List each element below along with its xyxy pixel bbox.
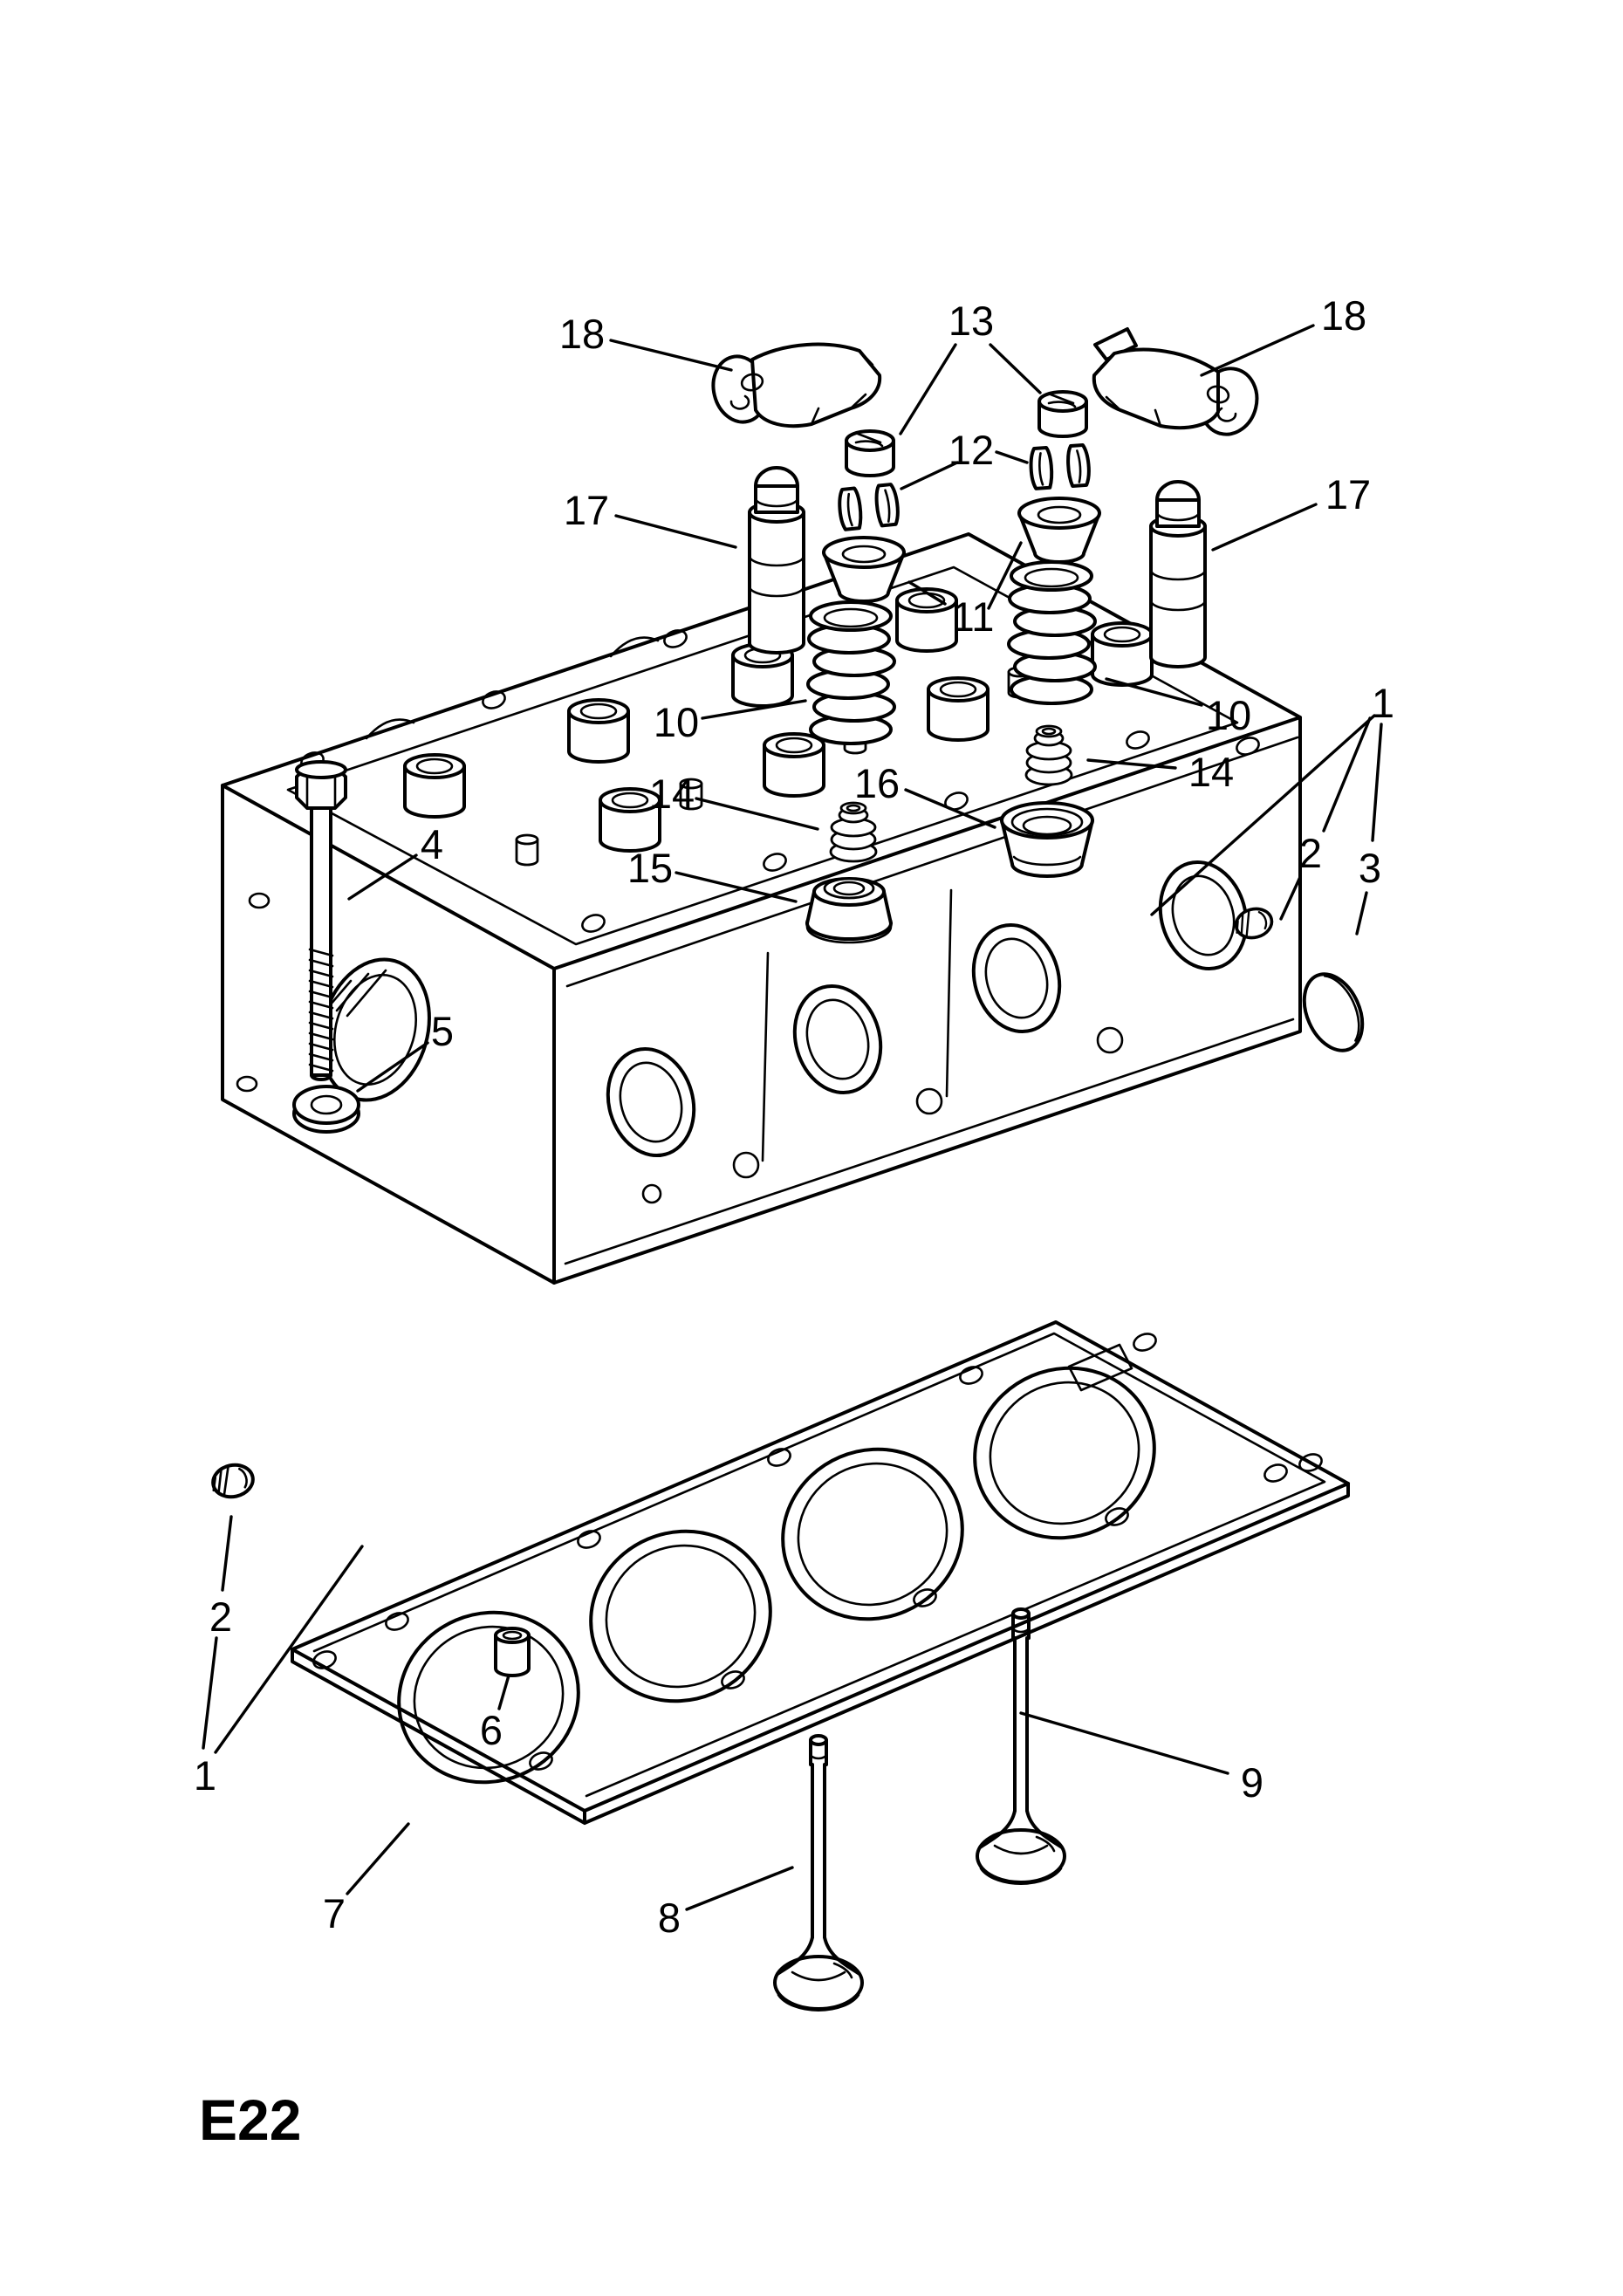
callout-label-6: 6 <box>480 1707 503 1753</box>
callout-label-3: 3 <box>1359 845 1381 891</box>
head-front-ports <box>606 860 1249 1204</box>
callout-label-17: 17 <box>1325 471 1371 517</box>
part-rocker-arm-right <box>1092 327 1259 436</box>
callout-label-1: 1 <box>194 1752 216 1799</box>
leader-line <box>1019 1711 1229 1775</box>
leader-line <box>1371 723 1383 842</box>
callout-label-1: 1 <box>1372 680 1394 726</box>
leader-line <box>614 514 737 549</box>
part-head-bolt <box>295 760 347 1081</box>
leader-line <box>685 1866 794 1911</box>
callout-label-11: 11 <box>952 593 995 640</box>
leader-line <box>907 580 947 606</box>
part-washer <box>292 1085 360 1134</box>
part-collets-left <box>836 482 901 532</box>
callout-label-10: 10 <box>1206 692 1251 738</box>
callout-label-2: 2 <box>209 1593 232 1640</box>
leader-line <box>1355 891 1368 936</box>
part-tappet-left <box>748 466 805 655</box>
leader-line <box>987 541 1023 610</box>
callout-label-18: 18 <box>559 311 605 357</box>
leader-line <box>497 1674 510 1710</box>
callout-label-18: 18 <box>1321 292 1366 339</box>
part-dowel-sleeve <box>494 1627 531 1677</box>
leader-line <box>1200 324 1315 377</box>
callout-label-10: 10 <box>654 699 699 745</box>
part-valve-keeper-right <box>1037 390 1088 438</box>
callout-label-16: 16 <box>854 760 900 806</box>
leader-line <box>899 343 957 435</box>
callout-label-5: 5 <box>431 1008 454 1054</box>
part-valve-8 <box>773 1734 864 2012</box>
callout-label-14: 14 <box>649 771 695 817</box>
leader-line <box>346 1822 410 1895</box>
leader-line <box>1279 875 1302 921</box>
part-spring-seat-16 <box>1000 801 1094 878</box>
callout-label-12: 12 <box>948 427 994 473</box>
leader-line <box>214 1545 364 1754</box>
callout-label-15: 15 <box>627 845 673 891</box>
part-valve-keeper-left <box>845 429 895 477</box>
leader-line <box>356 1041 429 1093</box>
leader-line <box>1105 677 1203 707</box>
part-valve-spring-left <box>806 600 896 745</box>
callout-label-14: 14 <box>1188 749 1234 795</box>
leader-line <box>675 871 798 903</box>
callout-label-9: 9 <box>1241 1759 1263 1806</box>
part-head-gasket <box>291 1320 1350 1825</box>
leader-line <box>221 1515 233 1592</box>
part-valve-spring-right <box>1007 560 1097 705</box>
part-screw-plug-left <box>207 1459 258 1503</box>
leader-line <box>695 797 819 831</box>
callout-label-7: 7 <box>323 1890 346 1936</box>
part-cylinder-head <box>221 532 1302 1285</box>
leader-line <box>202 1636 218 1750</box>
part-cup-plug <box>1302 972 1365 1052</box>
leader-line <box>1150 714 1376 916</box>
leader-line <box>1211 503 1318 552</box>
leader-line <box>609 339 733 372</box>
leader-line <box>989 343 1042 394</box>
callout-label-17: 17 <box>564 487 609 533</box>
leader-line <box>1086 758 1177 770</box>
leader-line <box>904 788 996 829</box>
callout-label-13: 13 <box>948 298 994 344</box>
part-spring-seat-15 <box>805 877 893 944</box>
part-collets-right <box>1028 442 1092 491</box>
leader-line <box>995 450 1029 464</box>
callout-label-4: 4 <box>421 821 443 867</box>
page-code: E22 <box>199 2087 301 2152</box>
leader-line <box>900 461 959 490</box>
part-spring-retainer-right <box>1017 497 1101 564</box>
part-tappet-right <box>1149 480 1207 668</box>
callout-label-2: 2 <box>1299 830 1322 876</box>
gasket-bores <box>397 1366 1156 1785</box>
callout-label-8: 8 <box>658 1895 681 1941</box>
leader-line <box>347 853 418 901</box>
leader-line <box>1322 716 1372 833</box>
leader-line <box>701 699 807 720</box>
part-rocker-arm-left <box>711 342 882 428</box>
